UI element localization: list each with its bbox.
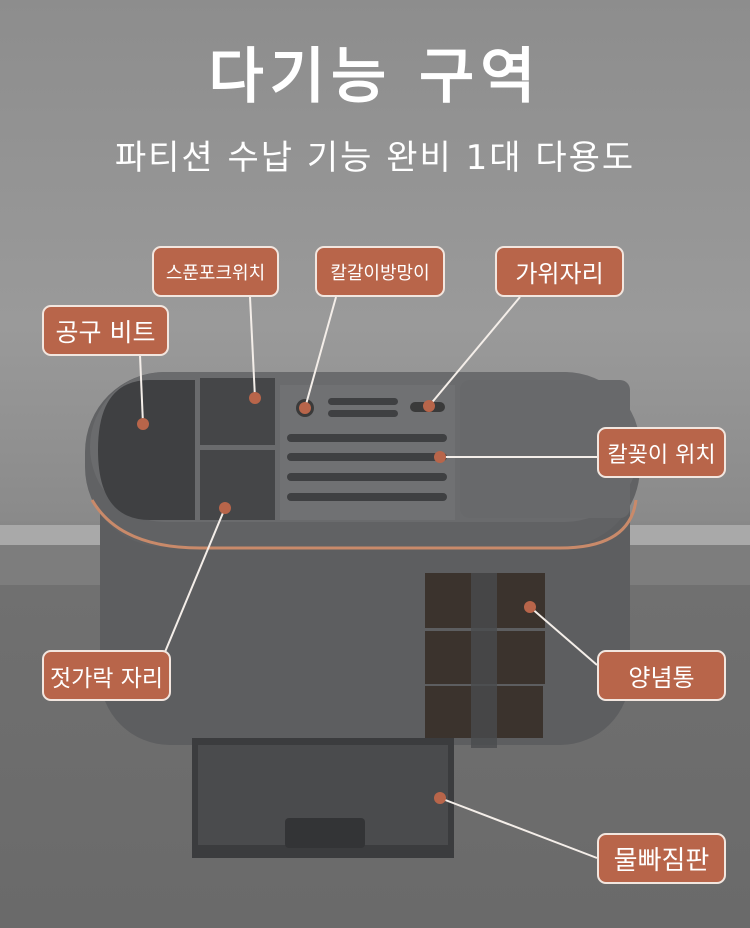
- tool-bit-compartment: [98, 380, 195, 520]
- label-tool-bit: 공구 비트: [42, 305, 169, 356]
- knife-slot: [287, 493, 447, 501]
- label-seasoning: 양념통: [597, 650, 726, 701]
- label-knife-slot: 칼꽂이 위치: [597, 427, 726, 478]
- label-sharpener: 칼갈이방망이: [315, 246, 445, 297]
- label-chopsticks: 젓가락 자리: [42, 650, 171, 701]
- knife-slot: [287, 434, 447, 442]
- copper-trim: [90, 499, 638, 550]
- leader-lines: [139, 296, 598, 859]
- spoon-fork-compartment: [200, 378, 275, 445]
- label-drain-tray: 물빠짐판: [597, 833, 726, 884]
- knife-slot: [287, 453, 447, 461]
- page-subtitle: 파티션 수납 기능 완비 1대 다용도: [114, 138, 636, 178]
- chopstick-compartment: [200, 450, 275, 520]
- marker-dots: [137, 392, 536, 804]
- label-scissors: 가위자리: [495, 246, 624, 297]
- seasoning-boxes: [425, 573, 545, 748]
- knife-slot: [287, 473, 447, 481]
- page-title: 다기능 구역: [208, 42, 542, 112]
- label-spoon-fork: 스푼포크위치: [152, 246, 279, 297]
